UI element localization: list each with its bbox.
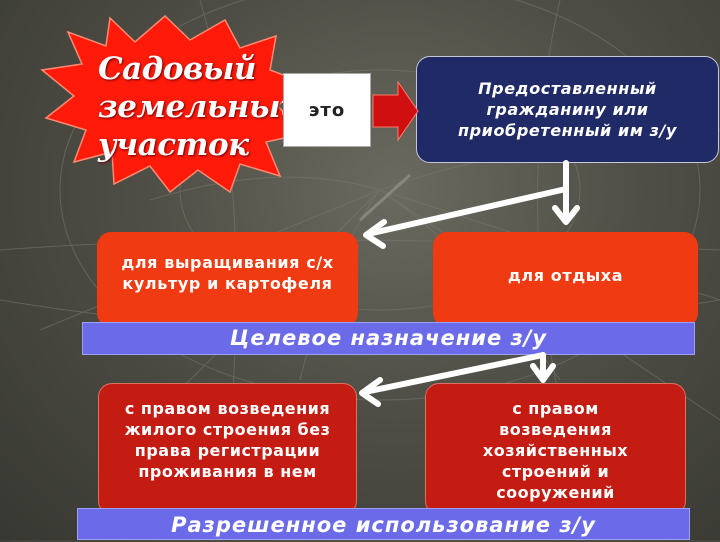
burst-shape — [40, 14, 304, 194]
purpose-box-rest: для отдыха — [433, 232, 698, 327]
purpose-band: Целевое назначение з/у — [82, 322, 695, 355]
use-text-residential: с правом возведения жилого строения без … — [124, 399, 331, 481]
title-line-3: участок — [98, 127, 249, 163]
use-box-residential: с правом возведения жилого строения без … — [98, 383, 357, 515]
purpose-text-rest: для отдыха — [507, 266, 624, 285]
connector-box: это — [283, 73, 371, 147]
title-line-2: земельный — [98, 89, 303, 125]
use-box-utility: с правом возведения хозяйственных строен… — [425, 383, 686, 515]
use-text-utility: с правом возведения хозяйственных строен… — [482, 399, 629, 502]
use-band: Разрешенное использование з/у — [77, 508, 690, 540]
connector-label: это — [308, 99, 346, 121]
purpose-text-crops: для выращивания с/х культур и картофеля — [121, 253, 334, 293]
title-burst: Садовый земельный участок — [40, 14, 305, 194]
title-text: Садовый земельный участок — [98, 50, 303, 164]
definition-box: Предоставленный гражданину или приобрете… — [416, 56, 719, 163]
purpose-box-crops: для выращивания с/х культур и картофеля — [97, 232, 358, 327]
title-line-1: Садовый — [98, 51, 256, 87]
use-band-text: Разрешенное использование з/у — [171, 513, 596, 537]
purpose-band-text: Целевое назначение з/у — [229, 326, 548, 350]
definition-text: Предоставленный гражданину или приобрете… — [457, 79, 678, 140]
